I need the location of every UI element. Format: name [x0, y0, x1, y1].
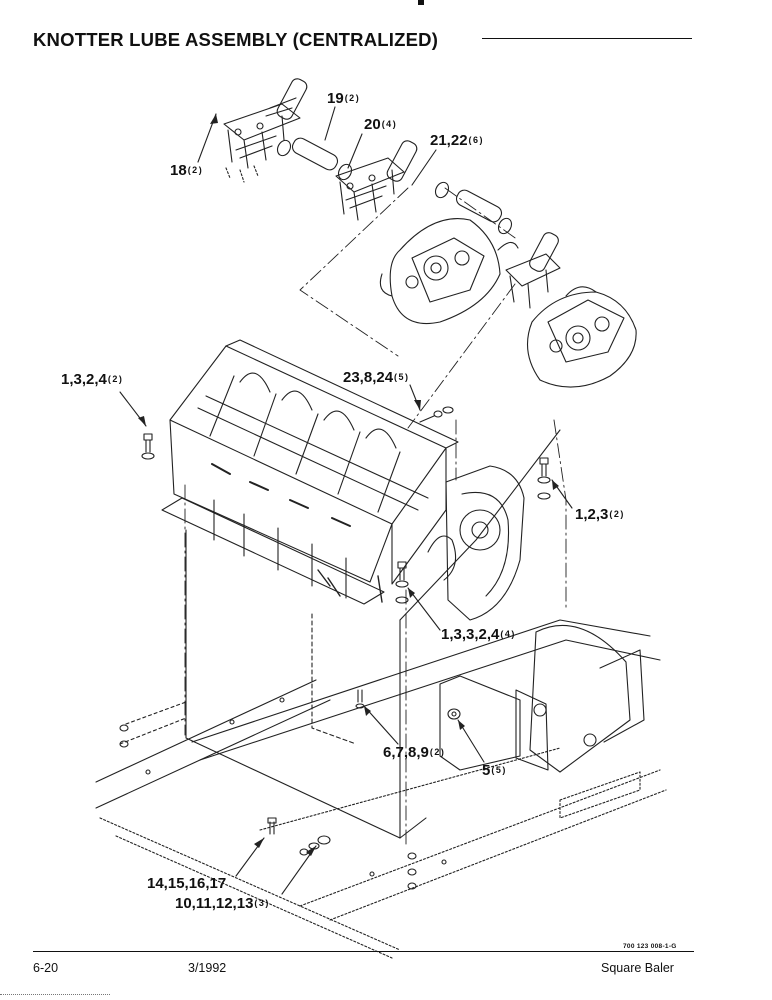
callout-qty: (3): [254, 898, 270, 908]
bolt-1-3-2-4-left: [141, 433, 155, 460]
bolt-10-11-12-13: [299, 835, 331, 856]
callout-label: 20: [364, 116, 381, 133]
callout-label: 6,7,8,9: [383, 744, 429, 761]
leader-arrowheads: [138, 114, 559, 856]
callout-qty: (2): [187, 165, 204, 175]
footer-product: Square Baler: [601, 961, 674, 975]
callout-qty: (2): [107, 374, 124, 384]
roller-5: [447, 708, 461, 720]
callout-label: 5: [482, 762, 491, 779]
callout-1-3-2-4-left: 1,3,2,4(2): [61, 372, 123, 387]
footer-rule: [33, 951, 694, 952]
callout-label: 1,3,3,2,4: [441, 626, 500, 643]
page-title: KNOTTER LUBE ASSEMBLY (CENTRALIZED): [33, 29, 439, 50]
baler-chassis-rails: [95, 619, 667, 959]
rail-fasteners: [119, 724, 417, 890]
callout-qty: (2): [344, 93, 361, 103]
callout-6-7-8-9: 6,7,8,9(2): [383, 745, 445, 760]
callout-label: 21,22: [430, 132, 468, 149]
hose-19-upper: [276, 137, 353, 181]
callout-qty: (5): [394, 372, 410, 382]
bolt-1-3-3-2-4-center: [395, 561, 409, 604]
side-grease-fitting-assembly: [505, 232, 561, 309]
callout-10-11-12-13: 10,11,12,13(3): [175, 896, 270, 911]
upper-fitting-assembly-left: [223, 78, 308, 183]
bolt-6-7-8-9: [355, 689, 365, 709]
knotter-gearbox-housing: [427, 465, 525, 621]
callout-19: 19(2): [327, 91, 360, 106]
callout-5: 5(5): [482, 763, 507, 778]
footer-date: 3/1992: [188, 961, 227, 975]
callout-qty: (5): [491, 765, 507, 775]
page-edge-mark: [418, 0, 424, 5]
title-rule: [482, 38, 692, 39]
bolt-23-8-24: [419, 406, 454, 423]
upper-fitting-assembly-right: [335, 140, 418, 221]
hose-21-22-upper: [434, 181, 513, 235]
figure-code: 700 123 008-1-G: [623, 943, 677, 950]
scan-edge-artifact: [0, 994, 110, 995]
bale-chamber-side-plate: [185, 429, 561, 839]
callout-18: 18(2): [170, 163, 203, 178]
knotter-lube-manifold-upper: [379, 218, 519, 325]
callout-label: 1,3,2,4: [61, 371, 107, 388]
callout-23-8-24: 23,8,24(5): [343, 370, 410, 385]
callout-qty: (4): [381, 119, 398, 129]
bolt-14-15-16-17: [267, 817, 277, 835]
callout-qty: (2): [429, 747, 446, 757]
callout-label: 1,2,3: [575, 506, 609, 523]
callout-14-15-16-17: 14,15,16,17: [147, 876, 227, 891]
footer-page-number: 6-20: [33, 961, 59, 975]
callout-qty: (4): [500, 629, 516, 639]
callout-label: 19: [327, 90, 344, 107]
callout-label: 18: [170, 162, 187, 179]
callout-20: 20(4): [364, 117, 397, 132]
knotter-frame: [161, 339, 459, 605]
callout-label: 14,15,16,17: [147, 875, 227, 892]
callout-label: 23,8,24: [343, 369, 394, 386]
callout-1-3-3-2-4: 1,3,3,2,4(4): [441, 627, 516, 642]
callout-1-2-3-right: 1,2,3(2): [575, 507, 625, 522]
callout-label: 10,11,12,13: [175, 895, 254, 912]
callout-qty: (2): [609, 509, 625, 519]
knotter-lube-manifold-lower: [526, 286, 637, 388]
callout-qty: (6): [468, 135, 485, 145]
bolt-1-2-3-right: [537, 457, 551, 500]
callout-21-22: 21,22(6): [430, 133, 484, 148]
